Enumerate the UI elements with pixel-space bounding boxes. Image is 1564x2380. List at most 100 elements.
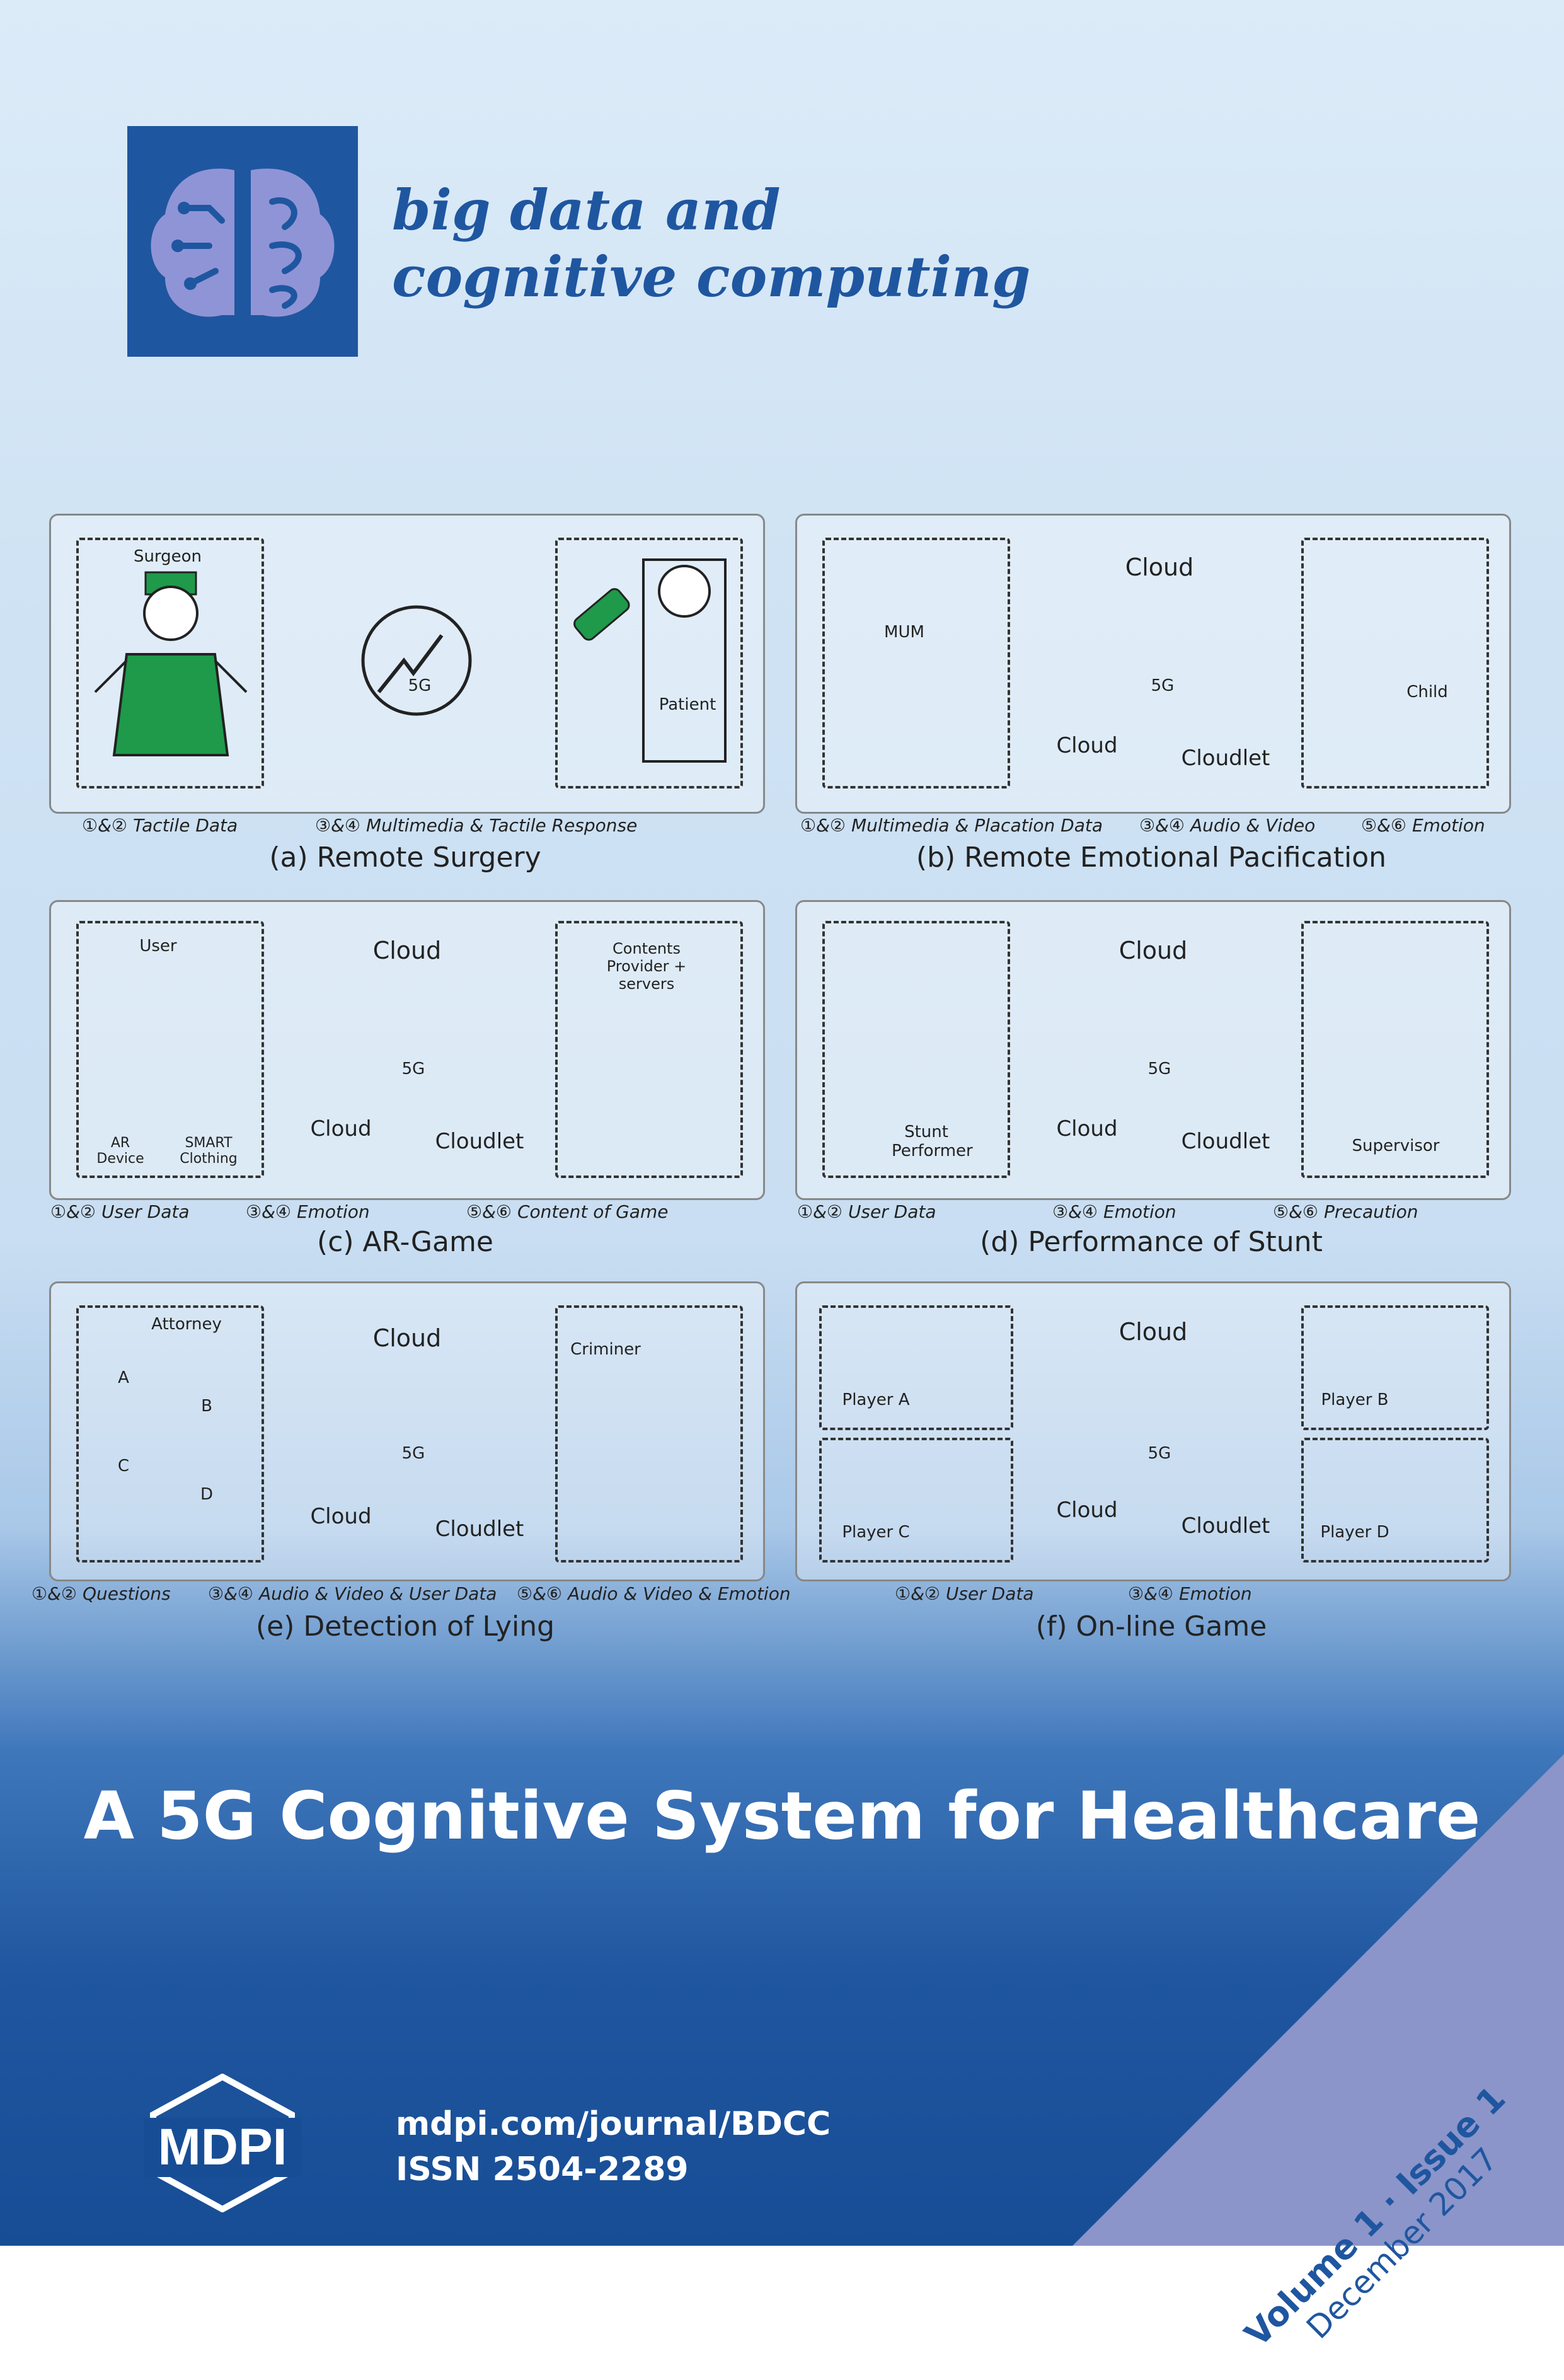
cloud-top-c: Cloud bbox=[372, 937, 442, 964]
patient-label: Patient bbox=[658, 695, 716, 714]
surgeon-label: Surgeon bbox=[133, 547, 202, 566]
legend-e-2-text: Audio & Video & User Data bbox=[258, 1583, 497, 1604]
caption-f: (f) On-line Game bbox=[1035, 1610, 1267, 1643]
panel-ar-game: User AR Device SMART Clothing Cloud Clou… bbox=[49, 900, 765, 1200]
journal-logo bbox=[127, 126, 358, 357]
legend-d-2-text: Emotion bbox=[1103, 1201, 1176, 1222]
criminer-label: Criminer bbox=[570, 1340, 641, 1359]
journal-title-line2: cognitive computing bbox=[392, 244, 1031, 309]
center-5g-label-b: 5G bbox=[1151, 676, 1175, 695]
person-d: D bbox=[200, 1485, 214, 1504]
supervisor-box bbox=[1301, 921, 1489, 1178]
legend-b-3-text: Emotion bbox=[1412, 815, 1485, 836]
brain-circuit-icon bbox=[151, 168, 335, 317]
legend-b-2-text: Audio & Video bbox=[1190, 815, 1316, 836]
child-label: Child bbox=[1406, 683, 1448, 702]
center-5g-label-e: 5G bbox=[401, 1444, 425, 1463]
legend-e-2: ③&④ Audio & Video & User Data bbox=[208, 1583, 497, 1604]
mum-box bbox=[822, 538, 1010, 789]
player-a-label: Player A bbox=[842, 1390, 910, 1409]
supervisor-label: Supervisor bbox=[1352, 1136, 1440, 1155]
person-c: C bbox=[117, 1457, 130, 1476]
journal-title-line1: big data and bbox=[392, 177, 781, 243]
journal-url[interactable]: mdpi.com/journal/BDCC bbox=[396, 2105, 831, 2143]
legend-f-1: ①&② User Data bbox=[895, 1583, 1034, 1604]
patient-box bbox=[555, 538, 743, 789]
legend-b-2: ③&④ Audio & Video bbox=[1139, 815, 1316, 836]
cloud-bottom-d: Cloud bbox=[1056, 1116, 1118, 1141]
cloud-top-d: Cloud bbox=[1118, 937, 1188, 964]
cloudlet-d: Cloudlet bbox=[1181, 1129, 1270, 1154]
player-a-box bbox=[819, 1305, 1013, 1430]
center-5g-label-c: 5G bbox=[401, 1060, 425, 1078]
caption-e: (e) Detection of Lying bbox=[255, 1610, 555, 1643]
contents-provider-label: Contents Provider + servers bbox=[606, 940, 687, 993]
attorney-box bbox=[76, 1305, 264, 1563]
cloud-top-b: Cloud bbox=[1125, 553, 1194, 581]
volume-corner bbox=[1072, 1754, 1564, 2246]
mdpi-logo-text: MDPI bbox=[144, 2118, 301, 2177]
mdpi-logo: MDPI bbox=[144, 2073, 301, 2215]
cloud-bottom-e: Cloud bbox=[310, 1504, 372, 1529]
caption-a: (a) Remote Surgery bbox=[269, 841, 541, 874]
legend-e-3: ⑤&⑥ Audio & Video & Emotion bbox=[517, 1583, 791, 1604]
5g-icon bbox=[361, 605, 472, 716]
patient-figure bbox=[573, 558, 727, 763]
stunt-performer-box bbox=[822, 921, 1010, 1178]
legend-f-2: ③&④ Emotion bbox=[1128, 1583, 1252, 1604]
user-label: User bbox=[139, 937, 177, 956]
contents-provider-box bbox=[555, 921, 743, 1178]
legend-b-1-text: Multimedia & Placation Data bbox=[851, 815, 1103, 836]
legend-c-3: ⑤&⑥ Content of Game bbox=[466, 1201, 669, 1222]
cloud-bottom-c: Cloud bbox=[310, 1116, 372, 1141]
caption-b: (b) Remote Emotional Pacification bbox=[916, 841, 1387, 874]
person-b: B bbox=[201, 1397, 212, 1416]
panel-detection-of-lying: Attorney A B C D Cloud Cloud Cloudlet 5G… bbox=[49, 1281, 765, 1581]
corner-triangle bbox=[1072, 1754, 1564, 2246]
cloudlet-f: Cloudlet bbox=[1181, 1513, 1270, 1539]
player-c-box bbox=[819, 1438, 1013, 1563]
legend-f-1-text: User Data bbox=[945, 1583, 1034, 1604]
legend-b-3: ⑤&⑥ Emotion bbox=[1361, 815, 1485, 836]
issn: ISSN 2504-2289 bbox=[396, 2151, 689, 2188]
player-d-box bbox=[1301, 1438, 1489, 1563]
panel-remote-emotional-pacification: MUM Cloud Cloud Cloudlet 5G Child bbox=[795, 514, 1511, 814]
legend-d-3: ⑤&⑥ Precaution bbox=[1273, 1201, 1418, 1222]
surgeon-figure bbox=[94, 571, 248, 756]
cloud-top-f: Cloud bbox=[1118, 1318, 1188, 1346]
legend-a-2-text: Multimedia & Tactile Response bbox=[365, 815, 638, 836]
cloudlet-e: Cloudlet bbox=[435, 1516, 524, 1542]
legend-a-1-text: Tactile Data bbox=[132, 815, 238, 836]
journal-title: big data and cognitive computing bbox=[392, 176, 1031, 310]
player-c-label: Player C bbox=[842, 1523, 910, 1542]
surgeon-box bbox=[76, 538, 264, 789]
legend-c-1: ①&② User Data bbox=[50, 1201, 190, 1222]
legend-c-2: ③&④ Emotion bbox=[246, 1201, 370, 1222]
cloud-bottom-f: Cloud bbox=[1056, 1498, 1118, 1523]
legend-c-3-text: Content of Game bbox=[517, 1201, 669, 1222]
attorney-label: Attorney bbox=[151, 1315, 222, 1334]
center-5g-label: 5G bbox=[408, 676, 432, 695]
stunt-performer-label: Stunt Performer bbox=[892, 1123, 973, 1160]
criminer-box bbox=[555, 1305, 743, 1563]
ar-device-label: AR Device bbox=[96, 1135, 144, 1167]
panel-remote-surgery: Surgeon 5G Patient bbox=[49, 514, 765, 814]
legend-f-2-text: Emotion bbox=[1178, 1583, 1252, 1604]
player-b-label: Player B bbox=[1321, 1390, 1389, 1409]
center-5g-label-d: 5G bbox=[1147, 1060, 1171, 1078]
smart-clothing-label: SMART Clothing bbox=[180, 1135, 238, 1167]
caption-d: (d) Performance of Stunt bbox=[980, 1226, 1323, 1258]
child-box bbox=[1301, 538, 1489, 789]
legend-a-1: ①&② Tactile Data bbox=[82, 815, 238, 836]
cloud-bottom-b: Cloud bbox=[1056, 733, 1118, 758]
legend-d-1-text: User Data bbox=[848, 1201, 936, 1222]
cloudlet-c: Cloudlet bbox=[435, 1129, 524, 1154]
cloud-top-e: Cloud bbox=[372, 1324, 442, 1352]
hexagon-icon bbox=[150, 2073, 295, 2213]
legend-d-1: ①&② User Data bbox=[797, 1201, 936, 1222]
legend-e-3-text: Audio & Video & Emotion bbox=[567, 1583, 791, 1604]
mum-label: MUM bbox=[884, 623, 924, 642]
legend-c-2-text: Emotion bbox=[296, 1201, 370, 1222]
legend-d-3-text: Precaution bbox=[1323, 1201, 1418, 1222]
caption-c: (c) AR-Game bbox=[317, 1226, 493, 1258]
